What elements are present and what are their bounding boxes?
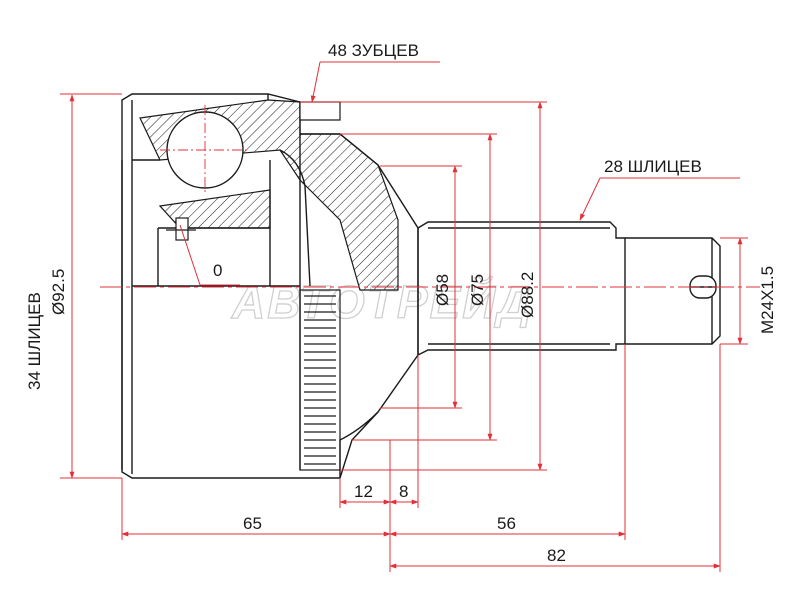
leader-splines [579,177,601,221]
lock-pin [166,217,196,241]
labels: 48 ЗУБЦЕВ 28 ШЛИЦЕВ 0 34 ШЛИЦЕВ Ø92.5 Ø5… [25,41,777,565]
thread-section [625,237,721,345]
shoulder-lower [339,411,379,478]
dim-label-12: 12 [354,482,373,501]
leader-zero [179,224,201,286]
label-dia-outer: Ø92.5 [49,269,68,315]
dimension-lines [60,61,748,572]
stub-shaft [417,221,721,357]
dim-label-82: 82 [547,546,566,565]
label-splines-outer: 28 ШЛИЦЕВ [604,157,702,176]
dim-label-8: 8 [399,482,408,501]
leader-teeth [310,61,321,103]
label-dia-75: Ø75 [468,274,487,306]
tooth-notch [299,101,341,121]
label-teeth: 48 ЗУБЦЕВ [328,41,419,60]
abs-ring [299,289,341,471]
ball [160,105,250,195]
spline-section [417,221,626,357]
dim-label-56: 56 [497,514,516,533]
dim-label-65: 65 [243,514,262,533]
label-dia-58: Ø58 [433,274,452,306]
label-zero: 0 [213,261,222,280]
label-dia-88: Ø88.2 [518,272,537,318]
label-thread: M24X1.5 [758,266,777,334]
label-splines-inner: 34 ШЛИЦЕВ [25,292,44,390]
